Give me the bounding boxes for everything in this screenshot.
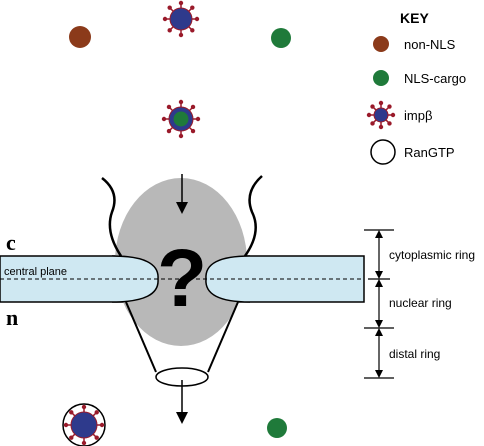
key-title: KEY <box>400 10 429 26</box>
key-impb-label: impβ <box>404 108 432 123</box>
key-non-nls-swatch <box>373 36 389 52</box>
nucleus-label: n <box>6 305 18 330</box>
key-non-nls-label: non-NLS <box>404 37 456 52</box>
cytoplasm-label: c <box>6 230 16 255</box>
key-nls-cargo-swatch <box>373 70 389 86</box>
nuclear-ring-label: nuclear ring <box>389 296 452 310</box>
transport-arrowhead-top <box>176 202 188 214</box>
ring-arrowheads <box>375 230 383 378</box>
importin-cargo-complex <box>161 99 201 139</box>
basket-strand-right <box>207 301 239 373</box>
nls-cargo-particle-top <box>271 28 291 48</box>
non-nls-particle <box>69 26 91 48</box>
cytoplasmic-ring-label: cytoplasmic ring <box>389 248 475 262</box>
distal-ring-label: distal ring <box>389 347 440 361</box>
cytoplasmic-filament-right <box>243 175 263 257</box>
cytoplasmic-filament-left <box>101 177 123 257</box>
transport-arrowhead-bottom <box>176 412 188 424</box>
key-nls-cargo-label: NLS-cargo <box>404 71 466 86</box>
key-ranGTP-label: RanGTP <box>404 145 455 160</box>
basket-strand-left <box>125 301 157 373</box>
key-ranGTP-swatch <box>370 139 396 165</box>
central-plane-label: central plane <box>4 266 67 278</box>
importin-beta-particle <box>162 0 200 38</box>
importin-ranGTP-complex <box>63 404 105 446</box>
central-transporter <box>115 178 247 346</box>
question-mark: ? <box>157 233 207 324</box>
nls-cargo-particle-bottom <box>267 418 287 438</box>
key-impb-swatch <box>366 100 396 130</box>
